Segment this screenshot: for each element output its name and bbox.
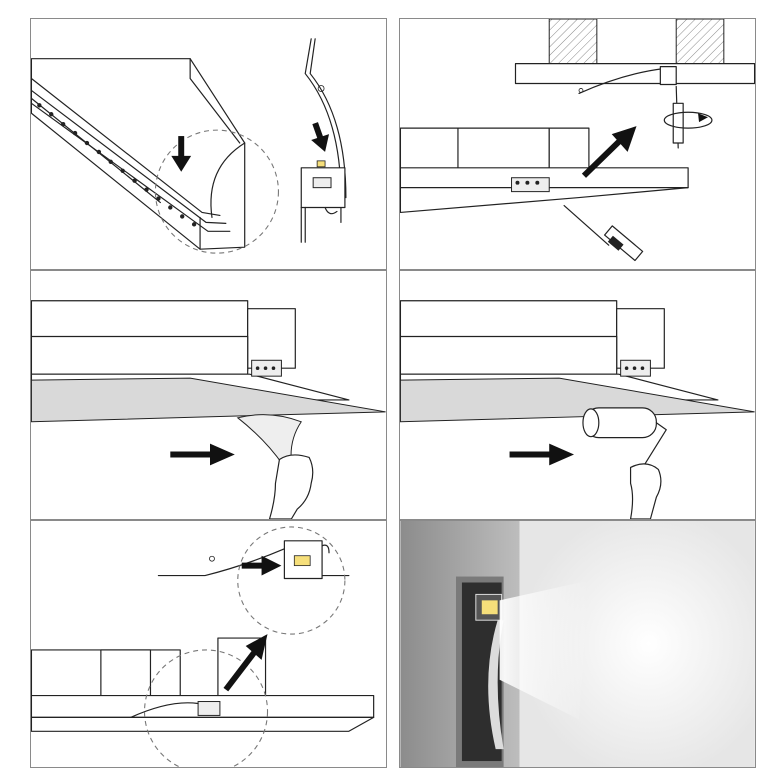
led-strip-dots — [37, 103, 197, 227]
panel-4-drawing — [400, 300, 755, 519]
light-beam — [499, 580, 589, 720]
panel-step-3 — [30, 270, 387, 520]
board-perspective — [31, 637, 375, 732]
board-perspective — [400, 300, 755, 423]
magnifier-circle — [143, 649, 269, 767]
profile-cross-section — [157, 540, 350, 580]
arrow-right-icon — [509, 443, 575, 466]
arrow-right-icon — [241, 555, 282, 576]
screwdriver-icon — [563, 204, 644, 262]
spatula-icon — [236, 414, 303, 467]
panel-step-6 — [399, 520, 756, 768]
hand-icon — [629, 463, 662, 519]
panel-step-5 — [30, 520, 387, 768]
panel-3-drawing — [31, 300, 386, 519]
screwdriver-icon — [672, 85, 684, 149]
panel-step-2 — [399, 18, 756, 270]
recessed-profile — [455, 576, 504, 767]
hand-icon — [268, 454, 314, 519]
rotate-icon — [663, 111, 713, 129]
panel-5-drawing — [31, 526, 375, 767]
board-perspective — [31, 300, 386, 423]
panel-1-drawing — [31, 38, 347, 254]
arrow-up-right-icon — [223, 634, 268, 692]
arrow-up-right-icon — [581, 126, 637, 178]
paint-roller-icon — [582, 407, 667, 475]
arrow-down-icon — [311, 122, 330, 152]
ceiling-section — [514, 19, 755, 95]
profile-cross-section — [300, 38, 347, 243]
long-profile — [31, 58, 246, 250]
panel-step-1 — [30, 18, 387, 270]
panel-6-render — [400, 521, 755, 767]
panel-2-drawing — [400, 19, 755, 262]
arrow-right-icon — [170, 443, 235, 466]
arrow-down-icon — [171, 136, 192, 172]
board-perspective — [400, 127, 689, 214]
panel-step-4 — [399, 270, 756, 520]
magnifier-circle — [154, 129, 279, 254]
